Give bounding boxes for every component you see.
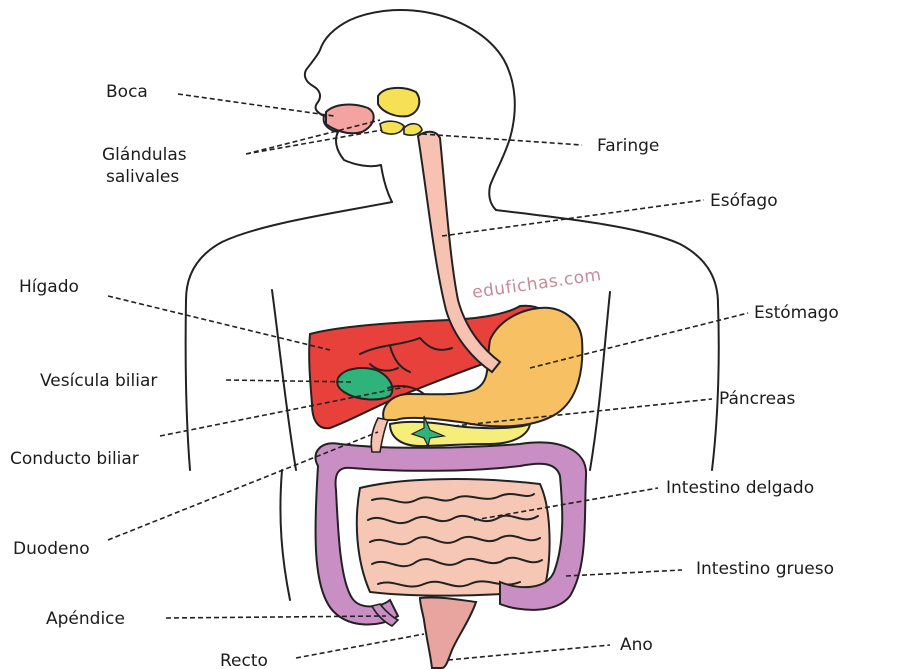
leader-ano [448,645,610,660]
leader-recto [296,634,424,658]
leader-intestino-grueso [566,570,682,576]
label-higado: Hígado [19,277,79,297]
label-intestino-grueso: Intestino grueso [696,559,834,579]
leader-higado [108,296,330,350]
label-faringe: Faringe [597,136,659,156]
salivary-glands [378,88,422,135]
label-estomago: Estómago [754,303,839,323]
label-ano: Ano [620,635,653,655]
label-intestino-delgado: Intestino delgado [666,478,814,498]
label-pancreas: Páncreas [719,389,796,409]
label-vesicula-biliar: Vesícula biliar [40,371,157,391]
leader-esofago [442,200,704,236]
label-esofago: Esófago [710,191,778,211]
label-apendice: Apéndice [46,609,125,629]
label-glandulas-line2: salivales [106,167,179,187]
leader-faringe [422,134,582,145]
watermark: edufichas.com [471,265,603,303]
small-intestine [357,479,550,596]
label-recto: Recto [220,651,268,669]
mouth [326,105,374,134]
label-duodeno: Duodeno [13,539,90,559]
label-boca: Boca [106,82,148,102]
label-glandulas-line1: Glándulas [102,145,187,165]
leader-boca [178,94,334,116]
label-conducto-biliar: Conducto biliar [10,449,139,469]
